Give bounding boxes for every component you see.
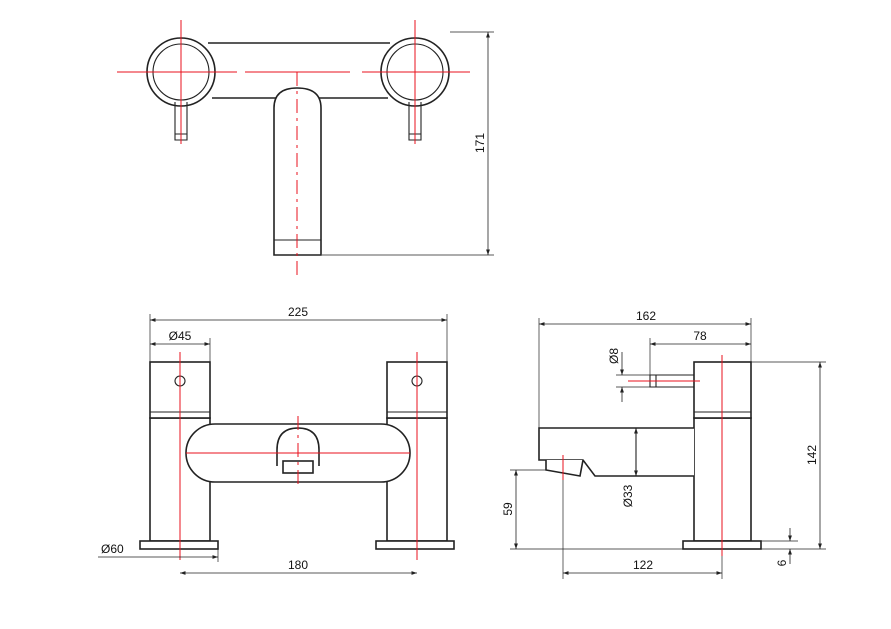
side-view-dim-78-label: 78	[693, 329, 707, 343]
side-view-dim-122-label: 122	[633, 558, 653, 572]
front-view: 225 Ø45 Ø60 180	[98, 305, 455, 575]
side-view: 162 78 Ø8 Ø33 59 142 6 122	[501, 309, 826, 579]
front-view-right-base	[375, 540, 455, 550]
front-view-left-base	[139, 540, 219, 550]
side-view-dim-142-label: 142	[805, 445, 819, 465]
side-view-spout-nozzle	[545, 459, 584, 477]
top-view: 171	[117, 20, 494, 278]
side-view-dim-59-label: 59	[501, 502, 515, 516]
front-view-dim-180-label: 180	[288, 558, 308, 572]
side-view-dim-33-label: Ø33	[621, 484, 635, 507]
front-view-dim-225-label: 225	[288, 305, 308, 319]
side-view-dim-8-label: Ø8	[607, 348, 621, 364]
side-view-dim-162-label: 162	[636, 309, 656, 323]
side-view-dim-6-label: 6	[775, 559, 789, 566]
top-view-dim-171-label: 171	[473, 133, 487, 153]
front-view-dim-60-label: Ø60	[101, 542, 124, 556]
front-view-dim-45-label: Ø45	[169, 329, 192, 343]
top-view-spout	[273, 87, 322, 256]
